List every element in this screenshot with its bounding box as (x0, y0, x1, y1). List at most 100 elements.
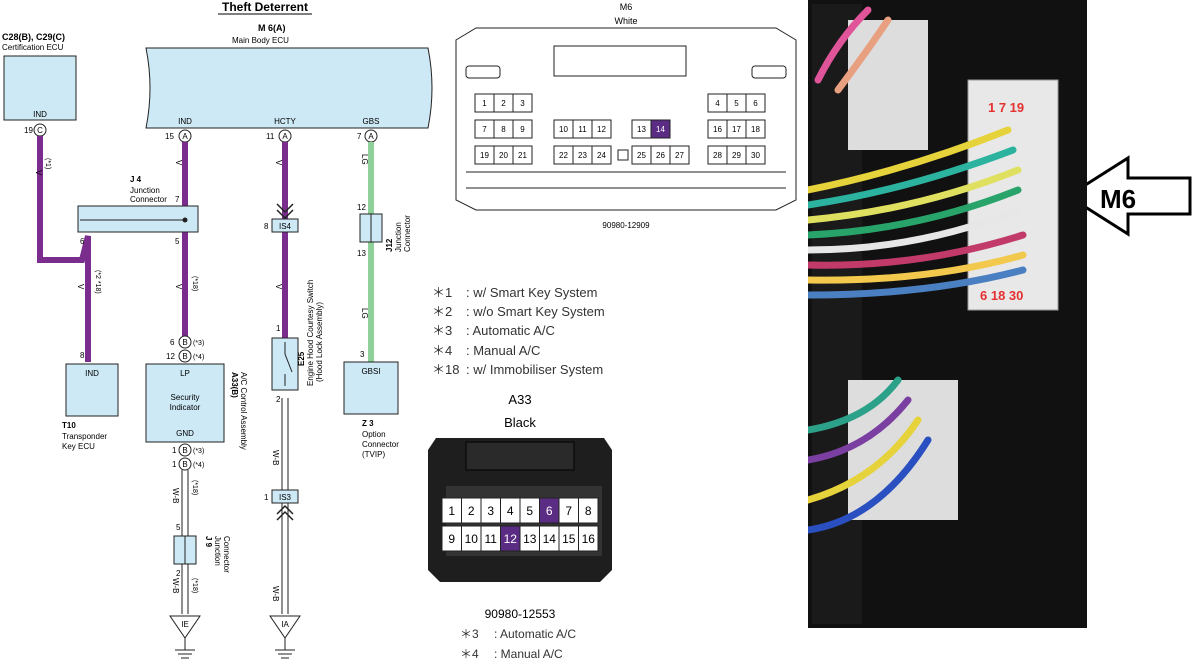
m6-pin-9-label: 9 (520, 125, 525, 134)
a33-conn-title: A33 (508, 392, 531, 407)
note-1-text: : w/ Smart Key System (466, 285, 597, 300)
is3-arrow (276, 504, 294, 521)
a33-name: A/C Control Assembly (239, 372, 248, 450)
a33-pin1a: 1 (172, 446, 177, 455)
m6-pin-5-label: 5 (734, 99, 739, 108)
a33-ind2: Indicator (170, 403, 201, 412)
j4-box (77, 205, 199, 233)
a33-pin-9-label: 9 (448, 532, 455, 546)
m6-pin-8-label: 8 (501, 125, 506, 134)
a33-note-4-text: : Manual A/C (494, 647, 563, 661)
main-ecu-pin-ind-label: IND (178, 117, 192, 126)
photo-connector-top (848, 20, 928, 150)
a33-pin1b: 1 (172, 460, 177, 469)
wire-code-wb1: W-B (171, 488, 180, 503)
a33-pin6: 6 (170, 338, 175, 347)
is4-pin: 8 (264, 222, 269, 231)
main-ecu-box (145, 47, 433, 129)
is3-box (271, 489, 299, 504)
m6-pin-12-cell (591, 119, 612, 139)
m6-pin-24-cell (591, 145, 612, 165)
a33-code: A33(B) (230, 372, 239, 398)
j9-code: J 9 (204, 536, 213, 548)
e25-pin2: 2 (276, 395, 281, 404)
m6-pin-10-label: 10 (559, 125, 568, 134)
a33-pin-8-label: 8 (585, 504, 592, 518)
a33-pin-14-label: 14 (543, 532, 557, 546)
a33-note-3-text: : Automatic A/C (494, 627, 576, 641)
z3-box (343, 361, 399, 415)
note-3-mark: ＊3 (432, 323, 452, 338)
main-ecu-pin-15: 15 (165, 132, 174, 141)
m6-pin-14-cell (650, 119, 671, 139)
a33-note-4-mark: ＊4 (460, 647, 479, 661)
a33-gnd: GND (176, 429, 194, 438)
m6-pin-13-label: 13 (637, 125, 646, 134)
is3-pin: 1 (264, 493, 269, 502)
a33-note3-bottom: (*3) (193, 448, 204, 455)
a33-note-3-mark: ＊3 (460, 627, 479, 641)
m6-arrow-icon (1065, 155, 1192, 237)
m6-pin-18-cell (745, 119, 766, 139)
m6-pin-7-label: 7 (482, 125, 487, 134)
photo-top-pins: 1 7 19 (988, 100, 1024, 115)
a33-ind1: Security (171, 393, 200, 402)
a33-pin-letter-1b: B (182, 460, 187, 469)
t10-name1: Transponder (62, 432, 107, 441)
main-ecu-pin-letter-a3: A (368, 132, 374, 141)
e25-name1: Engine Hood Courtesy Switch (306, 280, 315, 386)
note-2-text: : w/o Smart Key System (466, 304, 605, 319)
is3-label: IS3 (279, 493, 292, 502)
is4-box (271, 218, 299, 233)
m6-pin-23-label: 23 (578, 151, 587, 160)
note-2-mark: ＊2 (432, 304, 452, 319)
wire-code-v3: V (274, 160, 283, 166)
a33-pin-circle-1b (178, 457, 192, 471)
wire-code-v2: V (174, 160, 183, 166)
main-ecu-pin-7: 7 (357, 132, 362, 141)
wire-code-v6: V (274, 284, 283, 290)
note-n18-a: (*18) (191, 276, 198, 291)
wire-code-v1: V (34, 170, 43, 176)
main-ecu-pin-gbs-label: GBS (363, 117, 380, 126)
a33-pin-13-label: 13 (523, 532, 537, 546)
m6-color: White (614, 16, 637, 26)
a33-pin-4-label: 4 (507, 504, 514, 518)
ground-ie-label: IE (181, 620, 189, 629)
m6-pin-9-cell (512, 119, 533, 139)
m6-pin-28-label: 28 (713, 151, 722, 160)
note-4-mark: ＊4 (432, 343, 452, 358)
m6-pin-1-label: 1 (482, 99, 487, 108)
m6-pin-27-cell (669, 145, 690, 165)
j12-pin13: 13 (357, 249, 366, 258)
note-n18-c: (*18) (191, 578, 198, 593)
cert-ecu-code: C28(B), C29(C) (2, 32, 65, 42)
m6-arrow-label: M6 (1100, 184, 1136, 214)
m6-pin-18-label: 18 (751, 125, 760, 134)
m6-pin-20-label: 20 (499, 151, 508, 160)
m6-pin-17-label: 17 (732, 125, 741, 134)
m6-pin-3-cell (512, 93, 533, 113)
m6-pin-6-label: 6 (753, 99, 758, 108)
a33-pin-11-label: 11 (485, 532, 498, 546)
ground-ie-icon (169, 615, 201, 659)
main-ecu-pin-letter-a2: A (282, 132, 288, 141)
t10-code: T10 (62, 421, 76, 430)
m6-pin-30-label: 30 (751, 151, 760, 160)
j4-pin6: 6 (80, 237, 85, 246)
t10-pin-label: IND (85, 369, 99, 378)
m6-pin-30-cell (745, 145, 766, 165)
a33-pin-circle-1a (178, 443, 192, 457)
j9-name1: Junction (213, 536, 222, 566)
m6-pin-21-label: 21 (518, 151, 527, 160)
violet-wires (37, 136, 288, 362)
j12-name1: Junction (394, 222, 403, 252)
a33-pin-10-label: 10 (465, 532, 479, 546)
m6-pin-16-label: 16 (713, 125, 722, 134)
a33-note4-top: (*4) (193, 354, 204, 361)
j12-pin12: 12 (357, 203, 366, 212)
cert-ecu-name: Certification ECU (2, 43, 64, 52)
t10-pin-no: 8 (80, 351, 85, 360)
